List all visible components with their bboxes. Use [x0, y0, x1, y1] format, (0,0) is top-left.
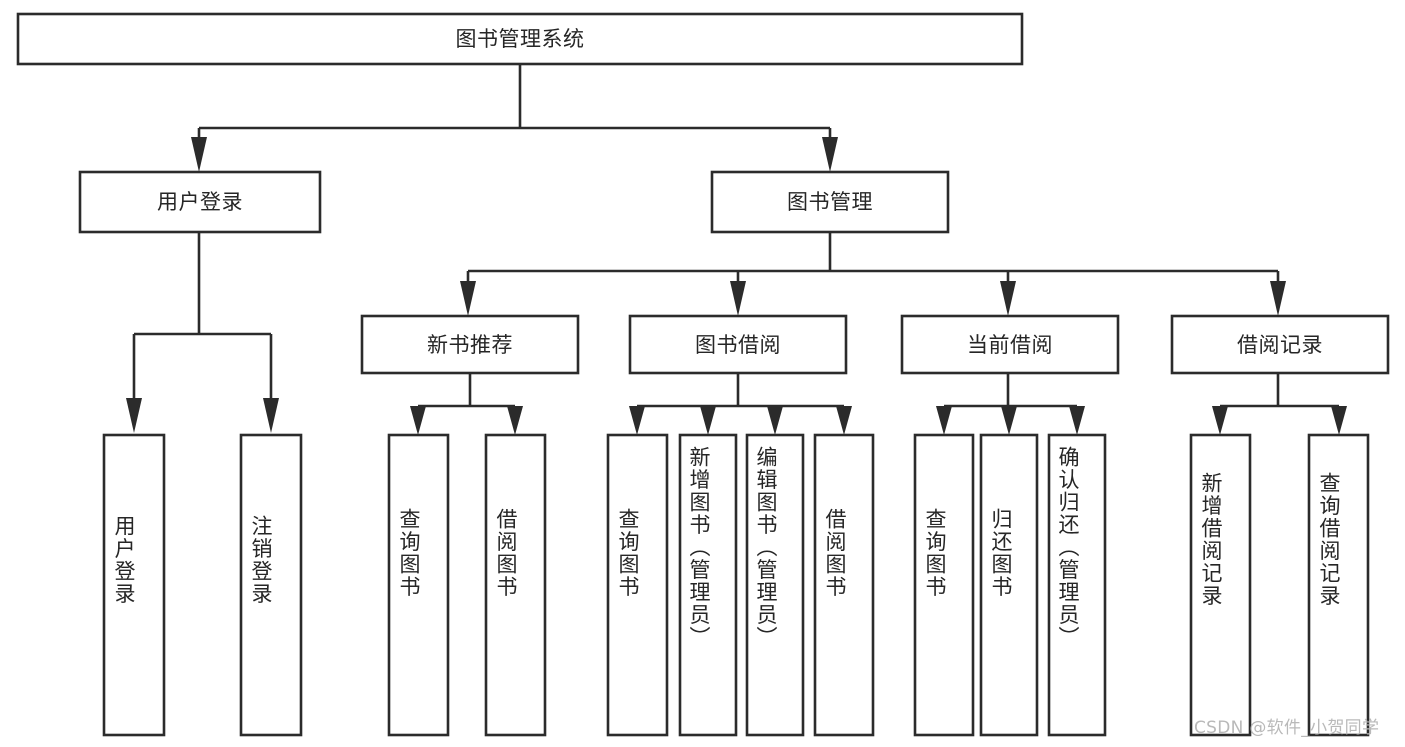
node-leaf-user-login[interactable] — [102, 433, 166, 737]
node-leaf-add-book[interactable] — [678, 433, 738, 737]
node-leaf-return-book[interactable] — [979, 433, 1039, 737]
arrow-head-leaf-user-login — [126, 398, 142, 433]
watermark-text: CSDN @软件_小贺同学 — [1194, 718, 1380, 738]
node-leaf-query-book-3[interactable] — [913, 433, 975, 737]
node-current-borrow-label: 当前借阅 — [967, 333, 1053, 357]
connector-layer — [126, 64, 1347, 435]
arrow-head-leaf-query-record — [1331, 406, 1347, 435]
arrow-head-leaf-logout — [263, 398, 279, 433]
arrow-head-leaf-return-book — [1001, 406, 1017, 435]
arrow-head-leaf-query-book-2 — [629, 406, 645, 435]
arrow-head-leaf-add-book — [700, 406, 716, 435]
arrow-head-leaf-edit-book — [767, 406, 783, 435]
arrow-head-user-login — [191, 137, 207, 172]
arrow-head-leaf-borrow-book-2 — [836, 406, 852, 435]
arrow-head-leaf-query-book-3 — [936, 406, 952, 435]
node-new-book-recommend-label: 新书推荐 — [427, 333, 513, 357]
arrow-head-current-borrow — [1000, 281, 1016, 316]
node-borrow-record-label: 借阅记录 — [1237, 333, 1323, 357]
node-current-borrow[interactable] — [900, 314, 1120, 375]
node-leaf-confirm-return[interactable] — [1047, 433, 1107, 737]
arrow-head-borrow-record — [1270, 281, 1286, 316]
arrow-head-new-book-recommend — [460, 281, 476, 316]
node-book-management[interactable] — [710, 170, 950, 234]
node-root[interactable] — [16, 12, 1024, 66]
arrow-head-book-borrow — [730, 281, 746, 316]
node-leaf-add-record[interactable] — [1189, 433, 1252, 737]
arrow-head-leaf-confirm-return — [1069, 406, 1085, 435]
node-user-login[interactable] — [78, 170, 322, 234]
node-layer: 图书管理系统 用户登录 图书管理 新书推荐 图书借阅 当前借阅 借阅记录 — [16, 12, 1390, 737]
node-leaf-query-record[interactable] — [1307, 433, 1370, 737]
node-leaf-borrow-book-2[interactable] — [813, 433, 875, 737]
node-leaf-query-book-2[interactable] — [606, 433, 669, 737]
arrow-head-leaf-query-book-1 — [410, 406, 426, 435]
node-leaf-borrow-book-1[interactable] — [484, 433, 547, 737]
node-root-label: 图书管理系统 — [456, 27, 585, 51]
node-leaf-query-book-1[interactable] — [387, 433, 450, 737]
node-user-login-label: 用户登录 — [157, 190, 243, 214]
arrow-head-book-management — [822, 137, 838, 172]
node-book-borrow-label: 图书借阅 — [695, 333, 781, 357]
node-leaf-logout[interactable] — [239, 433, 303, 737]
node-book-borrow[interactable] — [628, 314, 848, 375]
node-leaf-edit-book[interactable] — [745, 433, 805, 737]
node-borrow-record[interactable] — [1170, 314, 1390, 375]
arrow-head-leaf-borrow-book-1 — [507, 406, 523, 435]
node-new-book-recommend[interactable] — [360, 314, 580, 375]
node-book-management-label: 图书管理 — [787, 190, 873, 214]
arrow-head-leaf-add-record — [1212, 406, 1228, 435]
